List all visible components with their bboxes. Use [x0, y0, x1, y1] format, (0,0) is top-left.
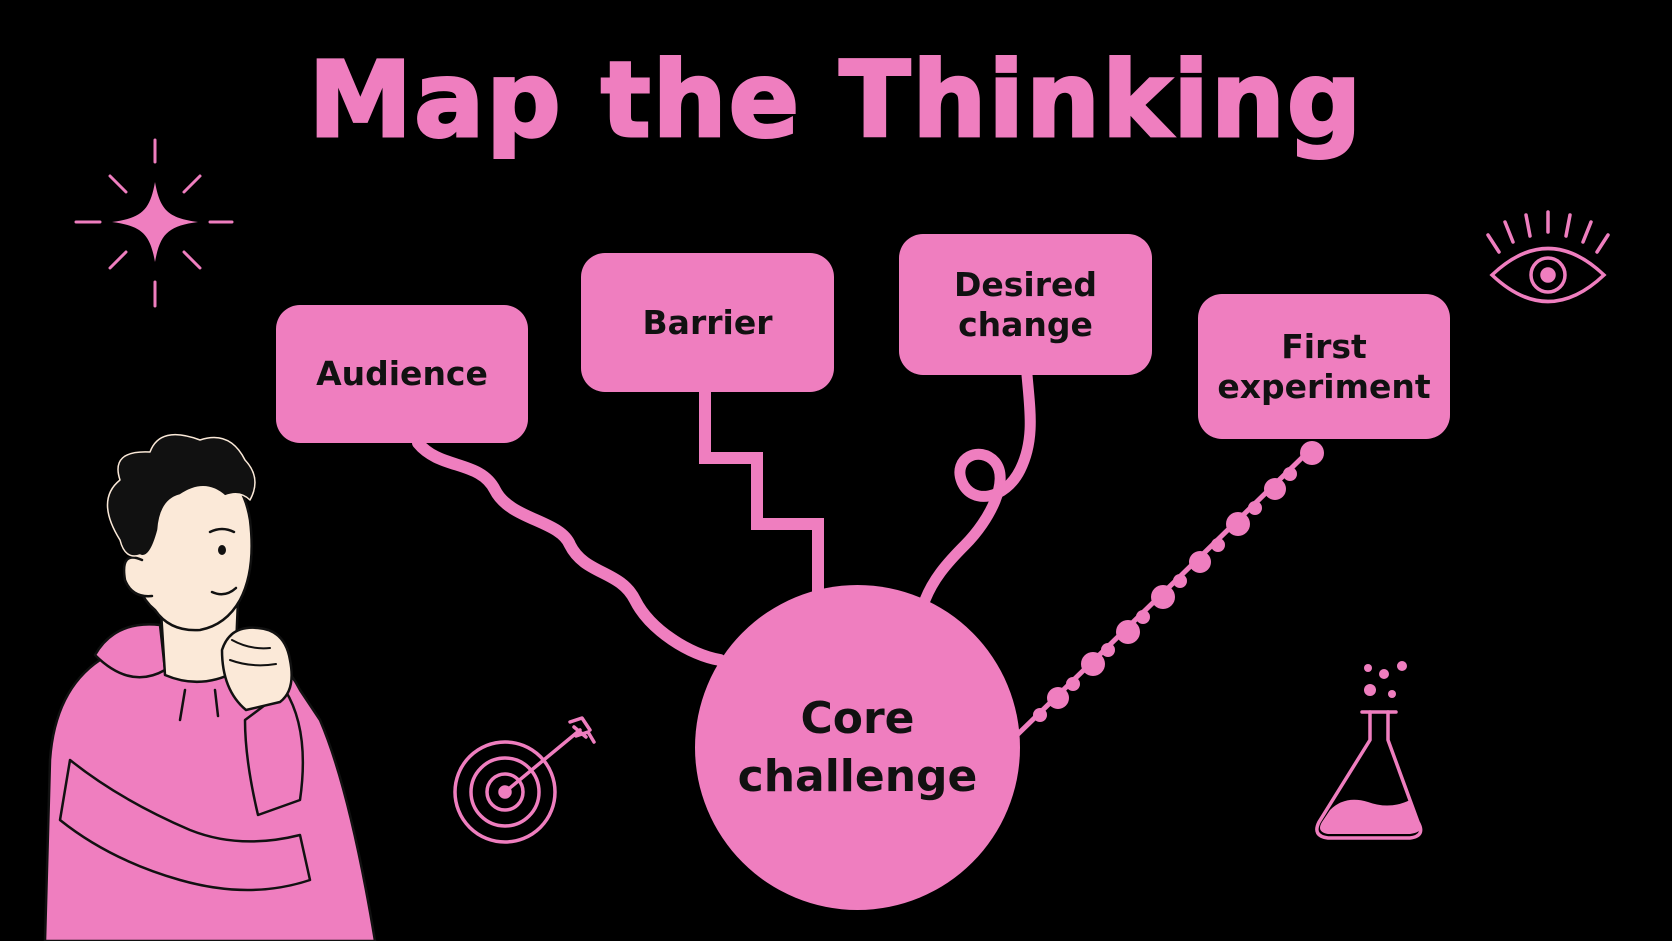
barrier-node: Barrier	[581, 253, 834, 392]
eye-icon	[1486, 210, 1610, 304]
flask-icon	[1315, 661, 1423, 840]
barrier-label: Barrier	[642, 302, 773, 342]
desired-change-label: Desired change	[953, 264, 1097, 344]
core-challenge-label: Core challenge	[737, 693, 978, 802]
desired-change-connector	[919, 369, 1036, 606]
page-title: Map the Thinking	[307, 38, 1364, 163]
target-arrow-icon	[453, 716, 596, 844]
sparkle-icon	[74, 138, 234, 308]
core-challenge-node: Core challenge	[695, 585, 1020, 910]
first-experiment-connector	[1013, 441, 1324, 739]
desired-change-node: Desired change	[899, 234, 1152, 375]
thinking-person-illustration	[43, 433, 377, 941]
audience-node: Audience	[276, 305, 528, 443]
audience-connector	[412, 437, 726, 666]
first-experiment-label: First experiment	[1217, 326, 1431, 406]
audience-label: Audience	[316, 354, 488, 394]
barrier-connector	[699, 392, 824, 592]
first-experiment-node: First experiment	[1198, 294, 1450, 439]
